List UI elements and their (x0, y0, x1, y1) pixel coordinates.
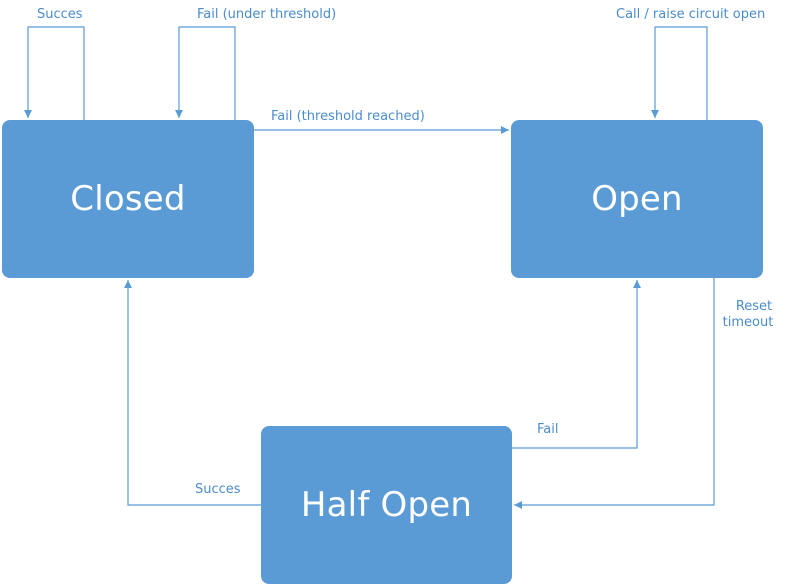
edge-closed-fail-under-loop (175, 26, 236, 120)
label-half-open-success: Succes (195, 482, 241, 497)
edge-open-call-loop (651, 26, 708, 120)
label-reset-timeout: Reset timeout (723, 299, 784, 331)
state-closed: Closed (2, 120, 254, 278)
label-open-call: Call / raise circuit open (616, 7, 766, 22)
state-half-open: Half Open (261, 426, 512, 584)
label-half-open-fail: Fail (537, 422, 559, 437)
label-closed-to-open: Fail (threshold reached) (271, 109, 425, 124)
edge-half-open-to-closed (124, 280, 261, 506)
label-closed-fail-under: Fail (under threshold) (197, 7, 337, 22)
label-closed-success: Succes (37, 7, 83, 22)
state-open-label: Open (591, 179, 683, 219)
state-closed-label: Closed (70, 179, 186, 219)
state-half-open-label: Half Open (300, 485, 473, 525)
edge-closed-success-loop (24, 26, 85, 120)
edge-half-open-to-open (512, 280, 641, 449)
label-reset-line2: timeout (722, 315, 774, 330)
state-open: Open (511, 120, 763, 278)
edge-open-to-half-open (514, 278, 715, 509)
label-reset-line1: Reset (735, 299, 773, 314)
